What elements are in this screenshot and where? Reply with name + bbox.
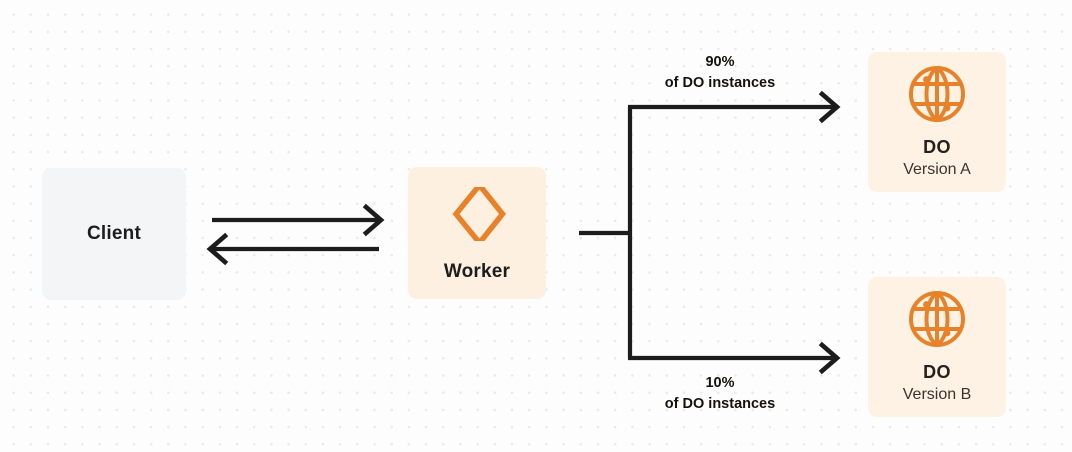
node-do-version-b[interactable]: DO Version B bbox=[868, 277, 1006, 417]
cloudflare-workers-icon bbox=[446, 183, 508, 245]
arrow-worker-to-do-a bbox=[628, 90, 841, 124]
node-do-a-sublabel: Version A bbox=[903, 161, 971, 179]
edge-label-do-b-percent: 10% bbox=[705, 375, 735, 391]
node-do-a-label: DO bbox=[923, 137, 951, 158]
arrow-worker-to-client bbox=[206, 232, 379, 266]
connector-worker-split bbox=[579, 107, 633, 358]
node-worker[interactable]: Worker bbox=[408, 167, 546, 299]
node-client[interactable]: Client bbox=[42, 168, 186, 300]
node-do-b-sublabel: Version B bbox=[902, 386, 972, 404]
arrow-client-to-worker bbox=[212, 203, 385, 237]
globe-icon bbox=[907, 64, 967, 124]
node-client-label: Client bbox=[87, 223, 141, 245]
node-do-version-a[interactable]: DO Version A bbox=[868, 52, 1006, 192]
edge-label-do-b-description: of DO instances bbox=[664, 396, 776, 413]
node-worker-label: Worker bbox=[443, 261, 511, 283]
edge-label-do-a: 90% of DO instances bbox=[620, 52, 820, 94]
edge-label-do-b: 10% of DO instances bbox=[620, 373, 820, 415]
edge-label-do-a-percent: 90% bbox=[705, 54, 735, 70]
arrow-worker-to-do-b bbox=[628, 341, 841, 375]
node-do-b-label: DO bbox=[923, 362, 951, 383]
globe-icon bbox=[907, 289, 967, 349]
edge-label-do-a-description: of DO instances bbox=[664, 75, 776, 92]
